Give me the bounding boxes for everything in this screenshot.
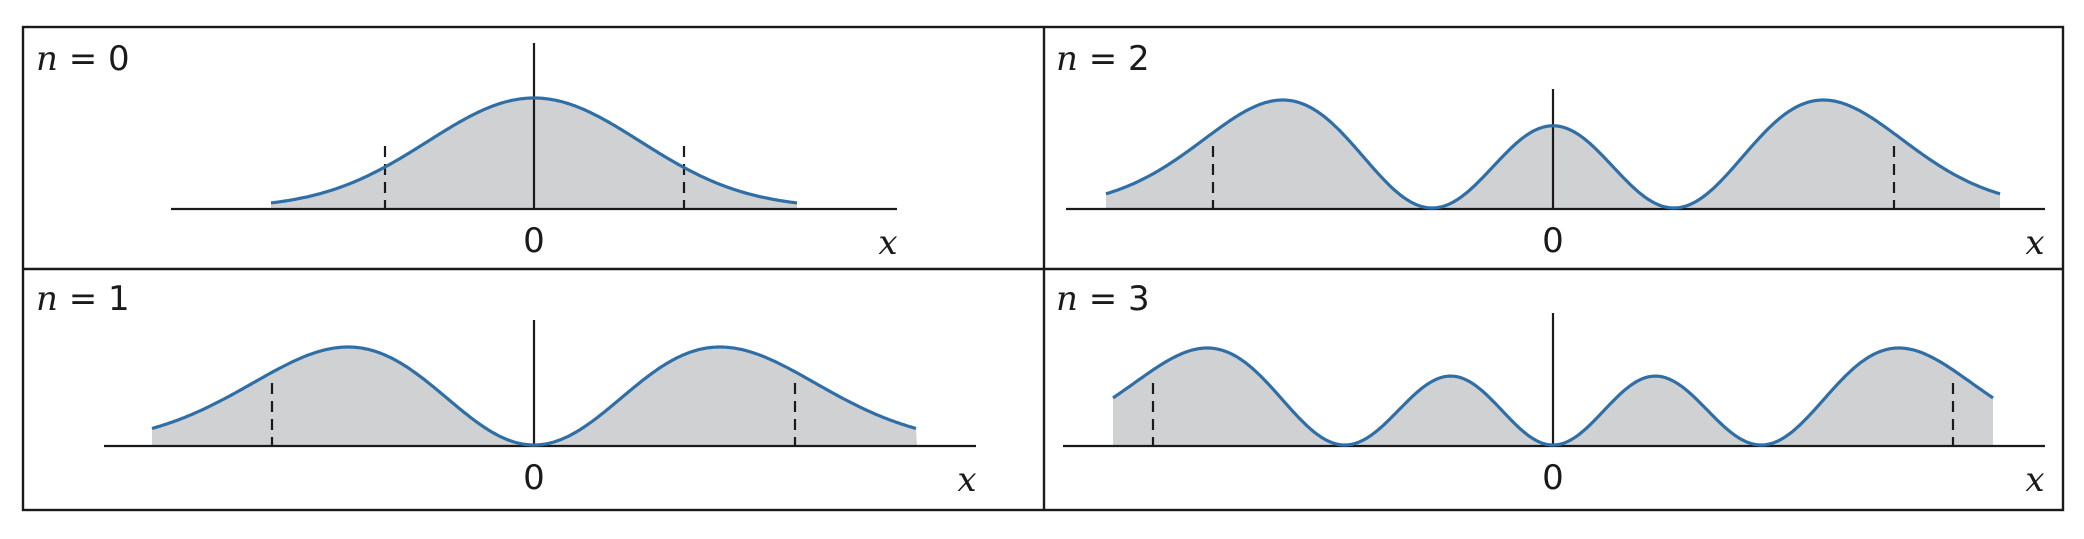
probability-density-fill	[1113, 348, 1993, 446]
origin-label: 0	[523, 458, 545, 498]
probability-density-curve	[270, 96, 798, 205]
panel-n3: n = 3 0 x	[1056, 279, 2045, 500]
origin-label: 0	[1542, 458, 1564, 498]
panel-label: n = 1	[36, 279, 130, 319]
x-axis-label: x	[2025, 460, 2044, 500]
origin-label: 0	[1542, 221, 1564, 261]
probability-density-curve	[1112, 346, 1994, 447]
panel-n2: n = 2 0 x	[1056, 39, 2045, 263]
panel-label: n = 3	[1056, 279, 1150, 319]
panel-n1: n = 1 0 x	[36, 279, 977, 500]
panel-n0: n = 0 0 x	[36, 39, 898, 263]
probability-density-curve	[151, 345, 917, 447]
probability-density-curve	[1105, 98, 2001, 210]
x-axis-label: x	[878, 223, 897, 263]
origin-label: 0	[523, 221, 545, 261]
x-axis-label: x	[2025, 223, 2044, 263]
probability-density-fill	[152, 347, 917, 446]
panel-label: n = 2	[1056, 39, 1150, 79]
x-axis-label: x	[957, 460, 976, 500]
panel-label: n = 0	[36, 39, 130, 79]
